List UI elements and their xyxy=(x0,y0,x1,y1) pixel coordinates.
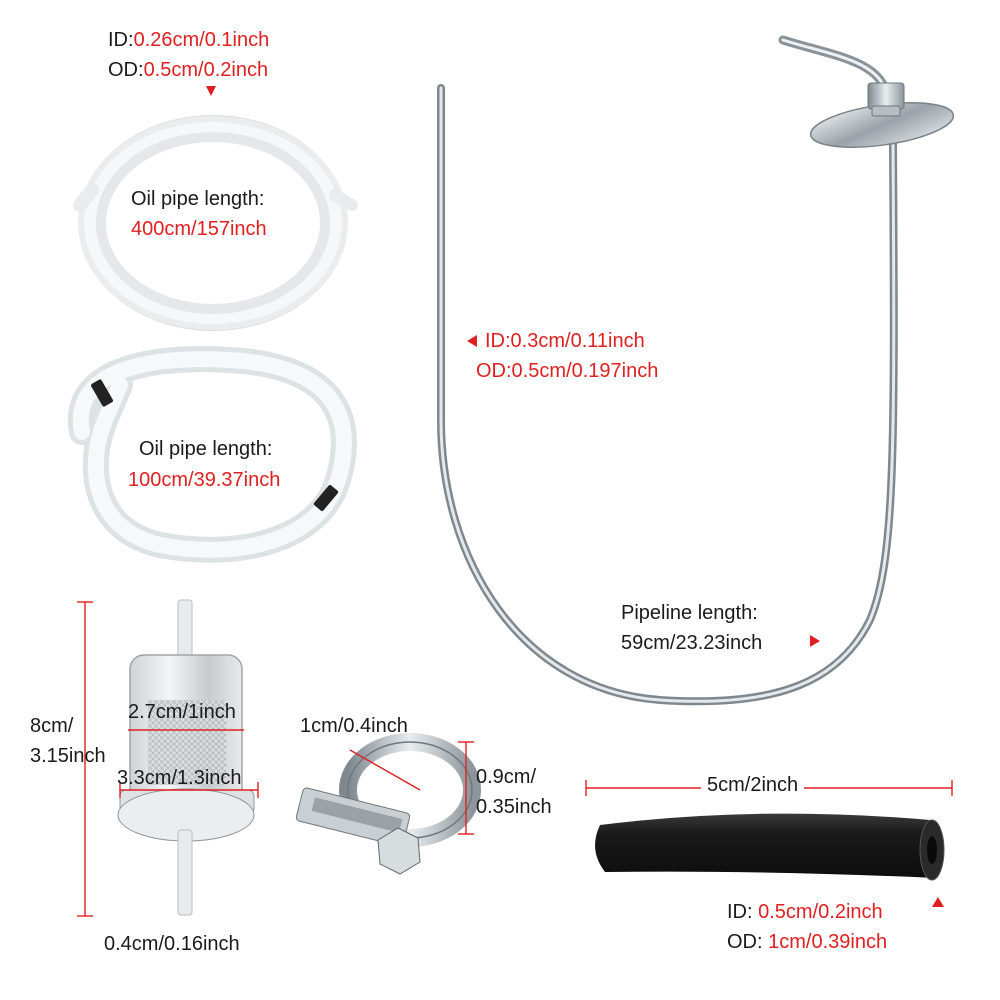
fuel-filter xyxy=(117,599,255,916)
small-pipe-length-value: 100cm/39.37inch xyxy=(128,469,281,491)
clamp-height-line1: 0.9cm/ xyxy=(476,766,537,788)
hose-length: 5cm/2inch xyxy=(701,773,805,797)
clamp-height-line2: 0.35inch xyxy=(476,796,552,818)
hose-od-value: 1cm/0.39inch xyxy=(768,931,888,953)
small-pipe-length-label: Oil pipe length: xyxy=(139,438,273,460)
filter-outer-width: 3.3cm/1.3inch xyxy=(117,767,242,789)
hose-od-key: OD: xyxy=(727,931,763,953)
right-triangle-icon xyxy=(810,635,820,647)
large-pipe-od: OD:0.5cm/0.2inch xyxy=(108,58,268,82)
large-pipe-od-key: OD: xyxy=(108,59,144,81)
cable-tie-icon xyxy=(313,485,339,511)
up-triangle-icon xyxy=(932,897,944,907)
oil-pipe-coil-large xyxy=(73,115,358,331)
screw-head-icon xyxy=(377,827,421,875)
pipeline-od: OD:0.5cm/0.197inch xyxy=(476,360,659,382)
filter-height-line2: 3.15inch xyxy=(30,745,106,767)
oil-pipe-coil-small xyxy=(67,346,357,563)
filter-inner-width: 2.7cm/1inch xyxy=(128,701,236,723)
left-triangle-icon xyxy=(467,335,477,347)
large-pipe-length-value: 400cm/157inch xyxy=(131,218,267,240)
metal-pipeline xyxy=(437,35,955,706)
hose-id-value: 0.5cm/0.2inch xyxy=(758,901,883,923)
large-pipe-od-value: 0.5cm/0.2inch xyxy=(143,59,269,81)
pipeline-length-value: 59cm/23.23inch xyxy=(621,632,763,654)
pipeline-length-label: Pipeline length: xyxy=(621,602,758,624)
large-pipe-length-label: Oil pipe length: xyxy=(131,188,265,210)
filter-height-line1: 8cm/ xyxy=(30,715,74,737)
hose-od: OD: 1cm/0.39inch xyxy=(727,930,887,954)
hose-clamp xyxy=(295,733,481,875)
hose-id: ID: 0.5cm/0.2inch xyxy=(727,900,883,924)
large-pipe-id-key: ID: xyxy=(108,29,134,51)
hose-id-key: ID: xyxy=(727,901,753,923)
large-pipe-id: ID:0.26cm/0.1inch xyxy=(108,28,269,52)
filter-nozzle: 0.4cm/0.16inch xyxy=(104,933,240,955)
rubber-hose xyxy=(595,813,945,881)
large-pipe-id-value: 0.26cm/0.1inch xyxy=(133,29,270,51)
hex-nut-icon xyxy=(867,82,905,110)
indicator-markers xyxy=(206,86,944,907)
cable-tie-icon xyxy=(91,379,113,407)
pipeline-id: ID:0.3cm/0.11inch xyxy=(485,330,645,352)
clamp-width: 1cm/0.4inch xyxy=(300,715,408,737)
down-triangle-icon xyxy=(206,86,216,96)
